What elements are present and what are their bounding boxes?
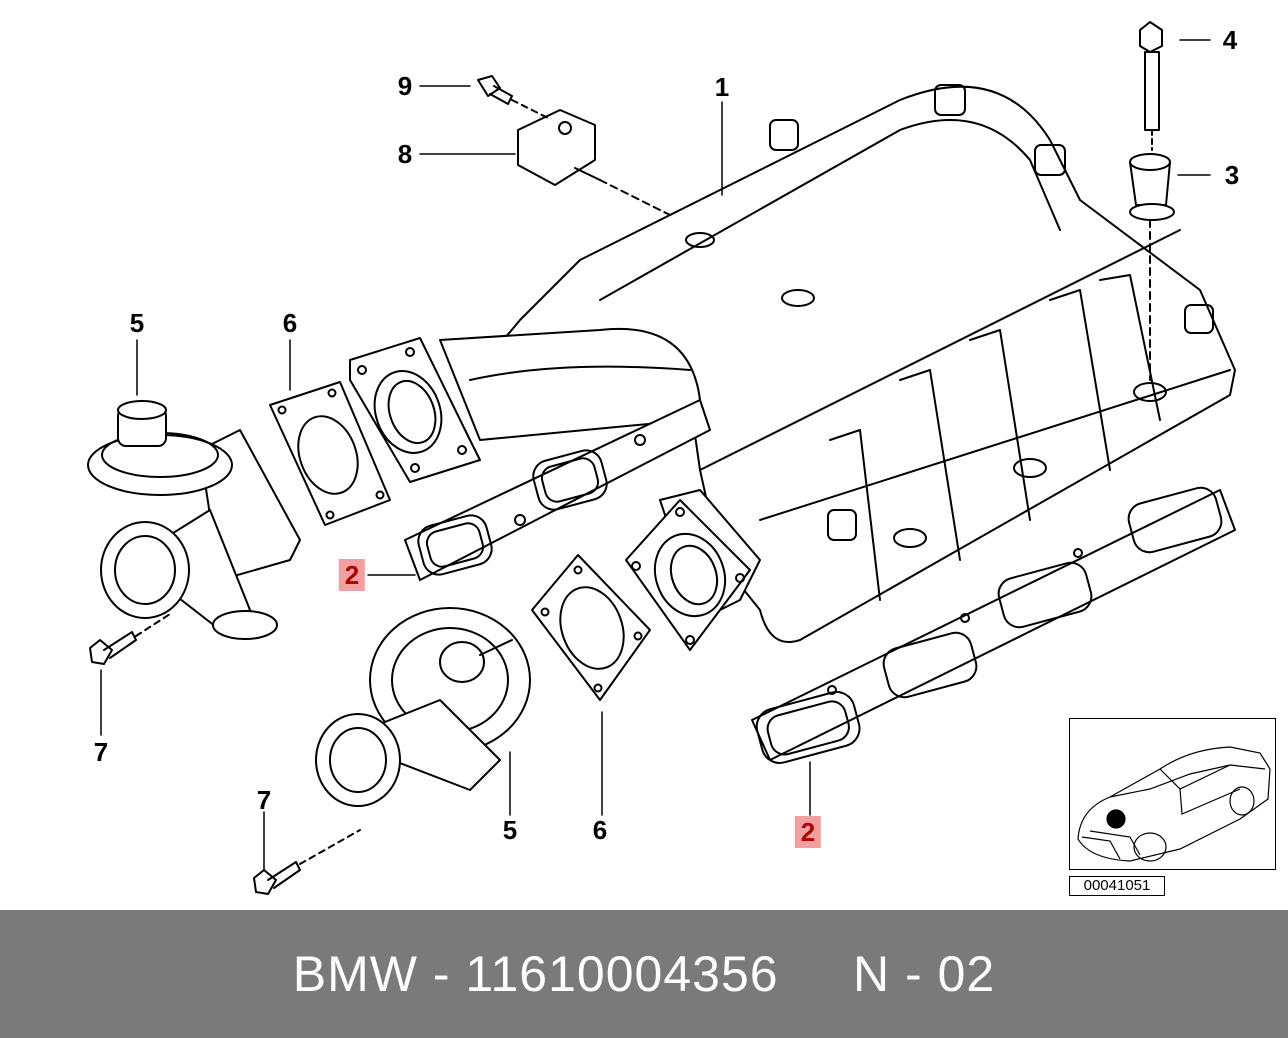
leader-lines [100,39,1211,871]
callout-2-lower[interactable]: 2 [794,816,822,848]
bushing-part-3 [1129,153,1175,381]
callout-5-upper: 5 [129,308,145,338]
callout-3: 3 [1224,160,1240,190]
exploded-view-drawing [87,21,1236,895]
callout-9: 9 [397,71,413,101]
bolt-lower-left [253,829,361,895]
parts-diagram: 1 2 2 3 4 5 5 6 6 7 7 8 9 00041051 [87,21,1276,896]
manifold-gasket-upper [404,399,711,581]
vehicle-reference-thumbnail [1069,718,1276,870]
intake-manifold-part [439,84,1236,643]
callout-8: 8 [397,139,413,169]
screw-part [477,75,549,119]
part-number-text: BMW - 11610004356 N - 02 [292,946,996,1002]
egr-valve-lower [315,607,531,807]
car-outline-icon [1077,746,1271,862]
reference-code-label: 00041051 [1069,876,1165,896]
egr-gasket-lower [531,554,651,701]
callout-6-upper: 6 [282,308,298,338]
bolt-upper-left [89,613,171,665]
sensor-part [517,109,671,216]
manifold-flange-upper [349,337,481,483]
callout-7-left: 7 [93,737,109,767]
egr-gasket-upper [269,381,391,526]
callout-4: 4 [1222,25,1238,55]
callout-1: 1 [714,72,730,102]
part-number-footer: BMW - 11610004356 N - 02 [0,910,1288,1038]
callout-6-lower: 6 [592,815,608,845]
manifold-flange-lower [625,499,751,651]
bolt-part-4 [1139,21,1163,151]
callout-5-lower: 5 [502,815,518,845]
egr-valve-upper [87,400,301,640]
callout-2-upper[interactable]: 2 [338,559,366,591]
callout-7-bottom: 7 [256,785,272,815]
manifold-gasket-lower [751,486,1236,764]
